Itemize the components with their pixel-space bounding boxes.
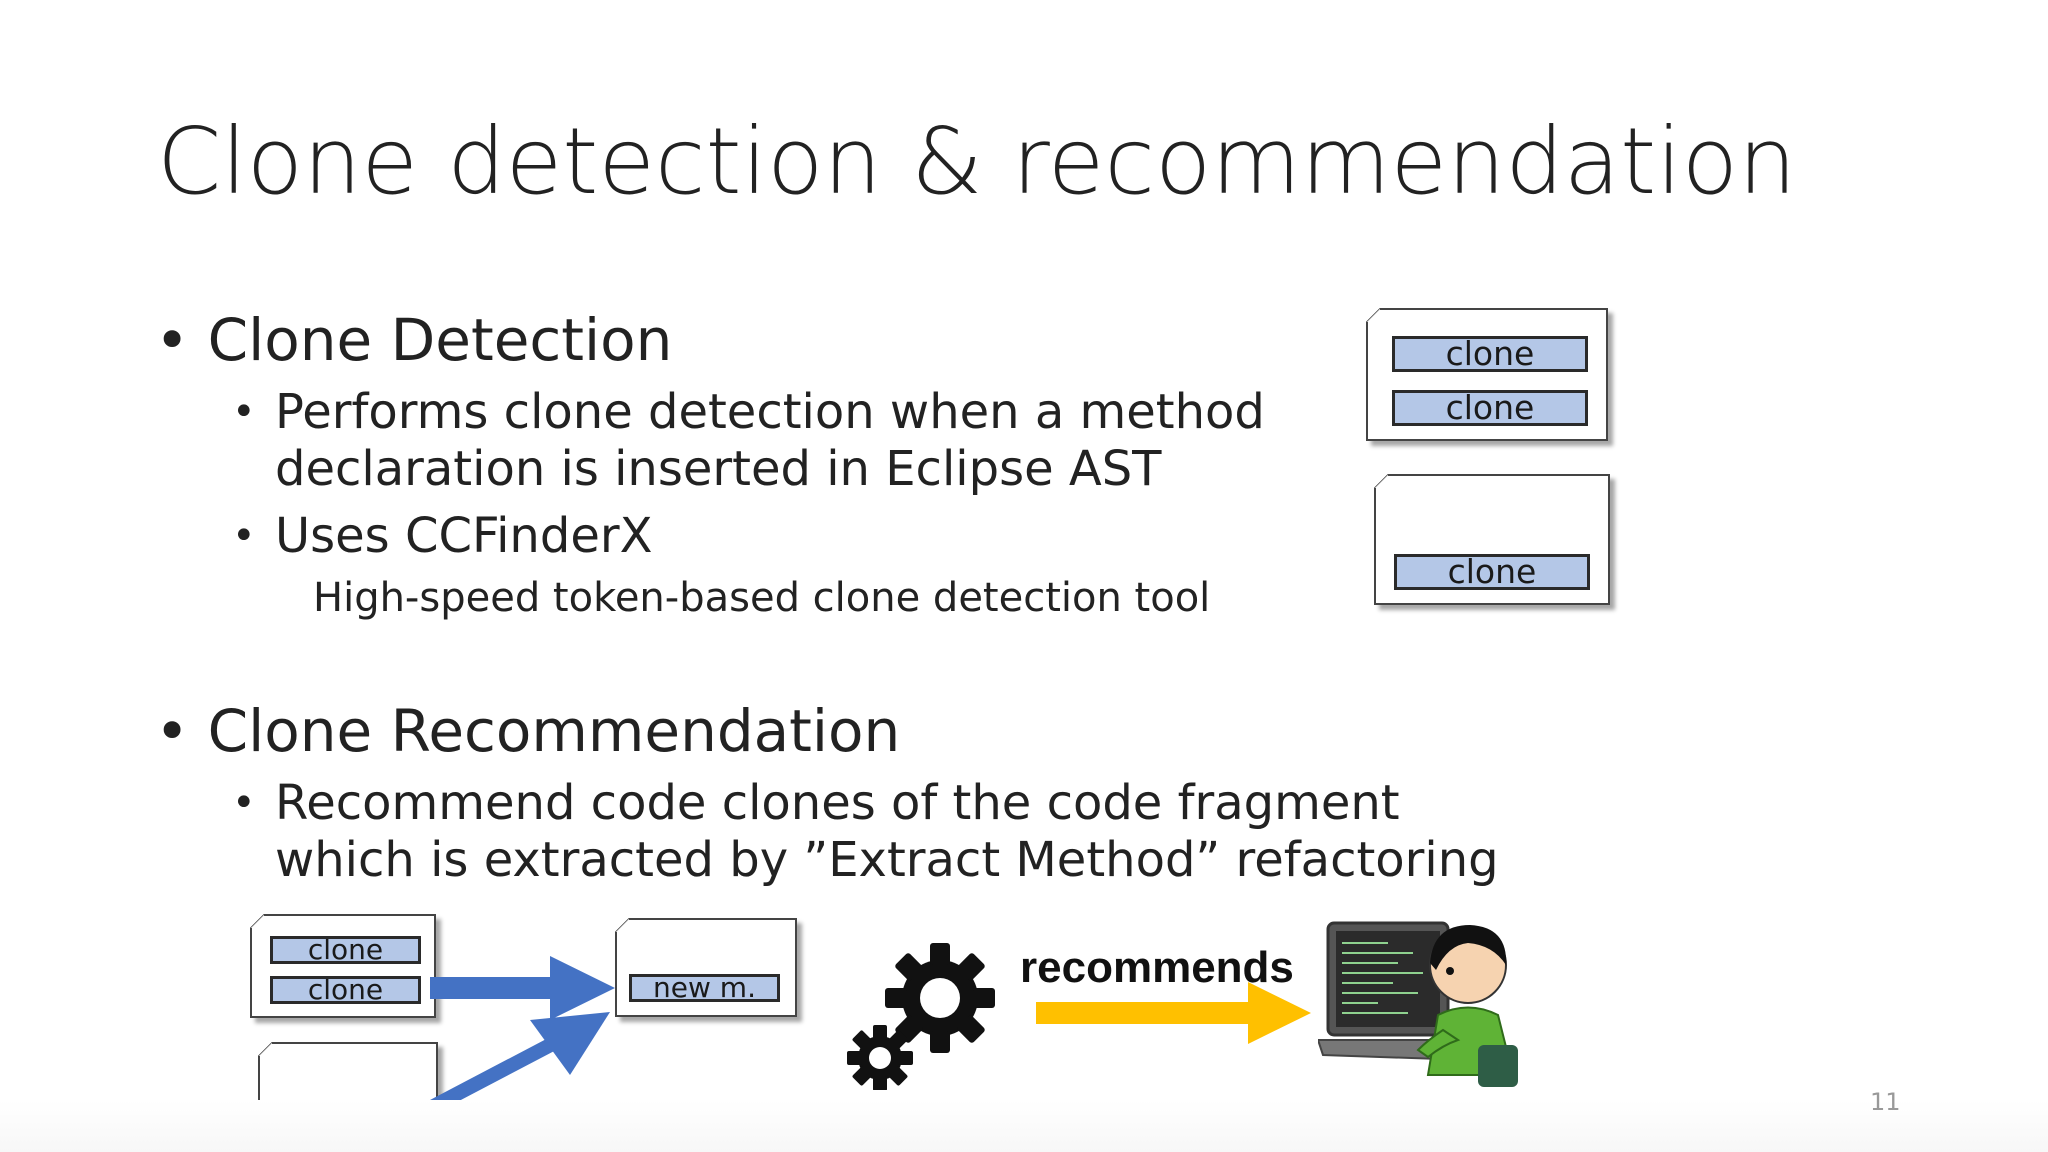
new-method-fragment: new m. xyxy=(629,974,780,1002)
sub-bullet-line: Recommend code clones of the code fragme… xyxy=(275,775,1400,831)
bullet-clone-recommendation: • Clone Recommendation xyxy=(155,697,900,765)
bullet-dot: • xyxy=(232,780,256,826)
sub-bullet-text: Performs clone detection when a method d… xyxy=(275,384,1265,498)
sub-bullet-line: Performs clone detection when a method xyxy=(275,384,1265,440)
sub-bullet-text: Uses CCFinderX xyxy=(275,508,653,564)
sub-bullet-line: declaration is inserted in Eclipse AST xyxy=(275,441,1162,497)
section-heading: Clone Detection xyxy=(207,306,673,374)
sub-bullet-line: which is extracted by ”Extract Method” r… xyxy=(275,832,1499,888)
slide-title: Clone detection & recommendation xyxy=(157,108,1797,215)
code-document: clone xyxy=(1374,474,1610,605)
sub-bullet-text: Recommend code clones of the code fragme… xyxy=(275,775,1499,889)
page-number: 11 xyxy=(1870,1088,1901,1116)
bullet-dot: • xyxy=(155,697,208,765)
sub-bullet: • Performs clone detection when a method… xyxy=(232,384,1265,498)
clone-fragment: clone xyxy=(270,976,421,1004)
footer-shade xyxy=(0,1100,2048,1152)
yellow-arrow-icon xyxy=(1036,982,1311,1044)
blue-arrow-icon xyxy=(430,1012,610,1112)
sub-bullet: • Recommend code clones of the code frag… xyxy=(232,775,1499,889)
section-heading: Clone Recommendation xyxy=(207,697,901,765)
bullet-dot: • xyxy=(155,306,208,374)
bullet-dot: • xyxy=(232,389,256,435)
sub-bullet: • Uses CCFinderX xyxy=(232,508,652,565)
gears-icon xyxy=(847,943,995,1090)
clone-fragment: clone xyxy=(1392,336,1588,372)
merge-arrows xyxy=(430,956,615,1112)
developer-laptop-icon xyxy=(1318,921,1518,1087)
clone-fragment: clone xyxy=(270,936,421,964)
extracted-method-document: new m. xyxy=(615,918,797,1017)
clone-fragment: clone xyxy=(1392,390,1588,426)
blue-arrow-icon xyxy=(430,956,615,1020)
code-document: clone clone xyxy=(250,914,436,1018)
bullet-clone-detection: • Clone Detection xyxy=(155,306,672,374)
code-document: clone clone xyxy=(1366,308,1608,441)
clone-fragment: clone xyxy=(1394,554,1590,590)
ccfinderx-note: High-speed token-based clone detection t… xyxy=(313,575,1211,621)
bullet-dot: • xyxy=(232,513,256,559)
